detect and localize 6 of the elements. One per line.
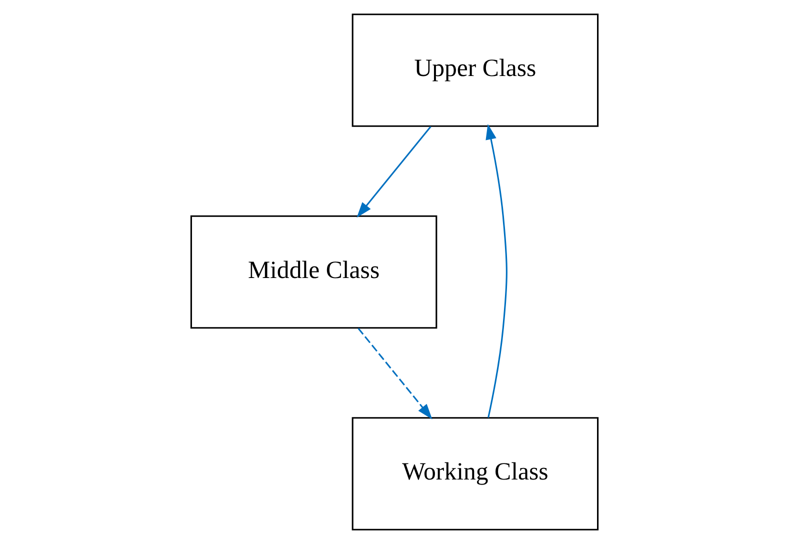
arrow [485,124,507,418]
arrow [357,328,432,420]
node-box: Working Class [351,417,598,530]
arrow [356,126,431,218]
node-box: Middle Class [190,215,437,329]
node-box: Upper Class [351,14,598,127]
